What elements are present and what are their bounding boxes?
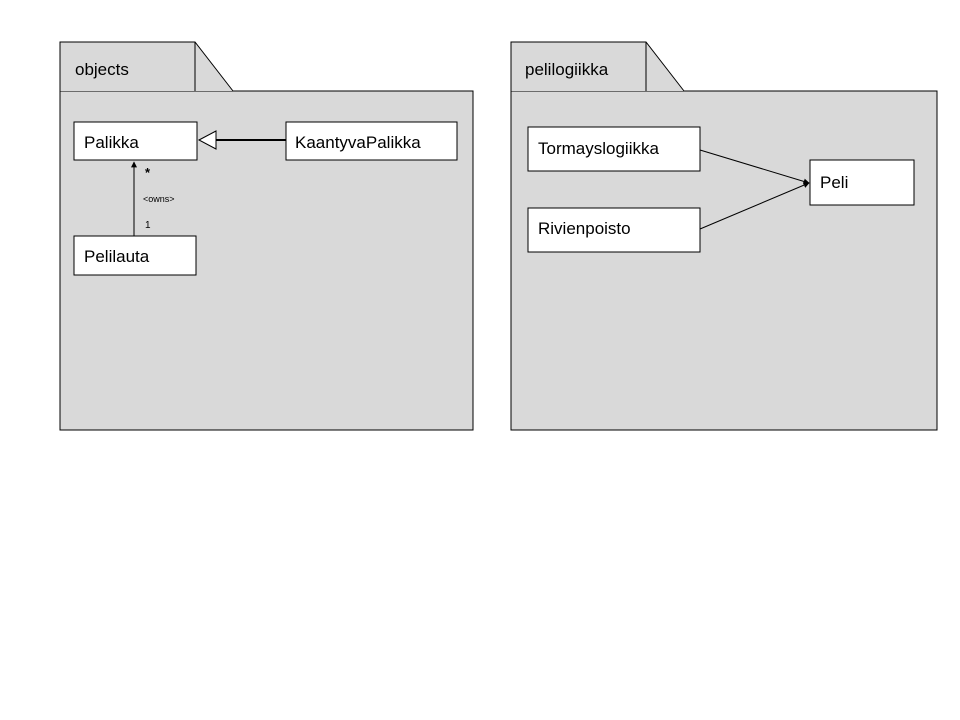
package-pelilogiikka-tab — [510, 41, 685, 92]
class-palikka[interactable]: Palikka — [73, 121, 198, 161]
class-pelilauta-name: Pelilauta — [84, 247, 150, 266]
package-objects-name: objects — [75, 60, 129, 79]
class-kaantyvapalikka[interactable]: KaantyvaPalikka — [285, 121, 458, 161]
class-rivienpoisto[interactable]: Rivienpoisto — [527, 207, 701, 253]
class-palikka-name: Palikka — [84, 133, 139, 152]
class-rivienpoisto-name: Rivienpoisto — [538, 219, 631, 238]
association-label-owns: <owns> — [143, 194, 175, 204]
association-rivienpoisto-peli[interactable] — [699, 182, 810, 230]
class-peli-name: Peli — [820, 173, 848, 192]
package-pelilogiikka-name: pelilogiikka — [525, 60, 609, 79]
generalization-kaantyvapalikka-palikka[interactable] — [197, 130, 286, 150]
association-pelilauta-palikka[interactable]: * <owns> 1 — [131, 161, 175, 236]
package-objects-tab — [59, 41, 234, 92]
class-kaantyvapalikka-name: KaantyvaPalikka — [295, 133, 421, 152]
class-tormayslogiikka-name: Tormayslogiikka — [538, 139, 659, 158]
association-tormayslogiikka-peli[interactable] — [699, 149, 810, 185]
generalization-arrowhead — [197, 130, 217, 150]
multiplicity-target: * — [145, 165, 151, 180]
class-pelilauta[interactable]: Pelilauta — [73, 235, 197, 276]
class-tormayslogiikka[interactable]: Tormayslogiikka — [527, 126, 701, 172]
class-peli[interactable]: Peli — [809, 159, 915, 206]
multiplicity-source: 1 — [145, 220, 151, 231]
